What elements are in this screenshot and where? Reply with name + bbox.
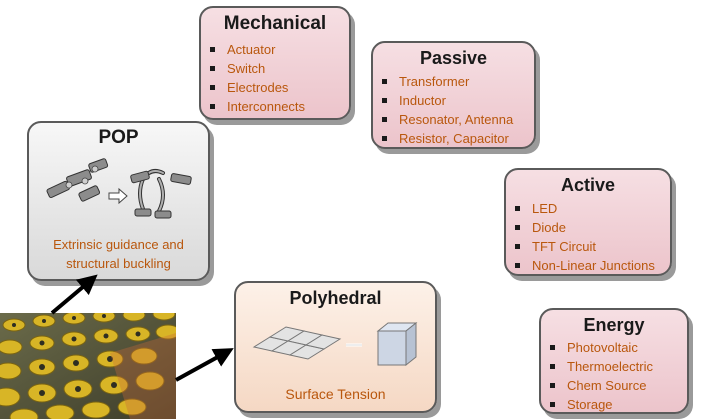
list-item: Interconnects xyxy=(201,97,349,116)
active-title: Active xyxy=(560,175,616,195)
list-item: Resonator, Antenna xyxy=(373,110,534,129)
polyhedral-net-to-cube-illustration xyxy=(252,321,418,367)
pop-box: POP Extrinsi xyxy=(27,121,210,281)
pop-caption-line-2: structural buckling xyxy=(66,256,171,271)
list-item: Actuator xyxy=(201,40,349,59)
arrow-to-pop xyxy=(50,274,98,315)
list-item: TFT Circuit xyxy=(506,237,670,256)
mechanical-box: Mechanical Actuator Switch Electrodes In… xyxy=(199,6,351,120)
polyhedral-title: Polyhedral xyxy=(289,288,382,308)
passive-title: Passive xyxy=(419,48,488,68)
list-item: Inductor xyxy=(373,91,534,110)
pop-buckling-illustration xyxy=(46,158,192,219)
pop-title: POP xyxy=(98,127,139,148)
list-item: Non-Linear Junctions xyxy=(506,256,670,275)
list-item: Chem Source xyxy=(541,376,687,395)
list-item: Electrodes xyxy=(201,78,349,97)
arrow-to-polyhedral xyxy=(175,348,234,382)
list-item: Storage xyxy=(541,395,687,414)
energy-list: Photovoltaic Thermoelectric Chem Source … xyxy=(541,338,687,414)
active-list: LED Diode TFT Circuit Non-Linear Junctio… xyxy=(506,199,670,275)
list-item: Switch xyxy=(201,59,349,78)
mechanical-title: Mechanical xyxy=(223,13,327,34)
list-item: Transformer xyxy=(373,72,534,91)
list-item: LED xyxy=(506,199,670,218)
pop-caption-line-1: Extrinsic guidance and xyxy=(53,237,184,252)
passive-list: Transformer Inductor Resonator, Antenna … xyxy=(373,72,534,148)
list-item: Resistor, Capacitor xyxy=(373,129,534,148)
pop-caption: Extrinsic guidance and structural buckli… xyxy=(29,235,208,273)
assembled-structures-photo xyxy=(0,313,176,419)
list-item: Photovoltaic xyxy=(541,338,687,357)
list-item: Thermoelectric xyxy=(541,357,687,376)
energy-title: Energy xyxy=(583,315,645,335)
mechanical-list: Actuator Switch Electrodes Interconnects xyxy=(201,40,349,116)
passive-box: Passive Transformer Inductor Resonator, … xyxy=(371,41,536,149)
active-box: Active LED Diode TFT Circuit Non-Linear … xyxy=(504,168,672,276)
polyhedral-box: Polyhedral Surface Tension xyxy=(234,281,437,413)
polyhedral-caption: Surface Tension xyxy=(285,386,386,402)
energy-box: Energy Photovoltaic Thermoelectric Chem … xyxy=(539,308,689,414)
list-item: Diode xyxy=(506,218,670,237)
